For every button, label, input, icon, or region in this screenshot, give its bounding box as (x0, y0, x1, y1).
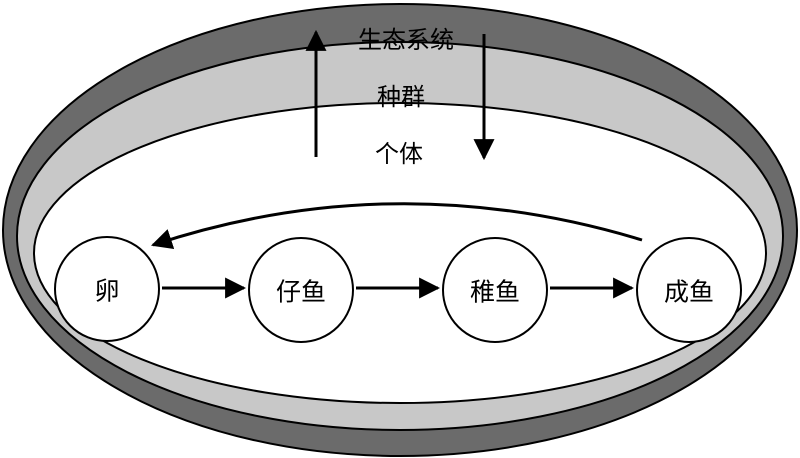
stage-circle-juvenile (442, 237, 548, 343)
stage-label-adult: 成鱼 (664, 278, 714, 307)
cycle-return-arrow (151, 202, 643, 250)
stage-circle-egg (54, 236, 160, 342)
stage-label-larva: 仔鱼 (276, 278, 326, 307)
stage-label-juvenile: 稚鱼 (470, 278, 520, 307)
population-label: 种群 (377, 83, 425, 111)
ecosystem-label: 生态系统 (358, 26, 454, 54)
individual-area (33, 102, 767, 404)
stage-circle-adult (636, 237, 742, 343)
individual-label: 个体 (375, 140, 423, 168)
stage-label-egg: 卵 (94, 277, 119, 306)
stage-circle-larva (248, 237, 354, 343)
